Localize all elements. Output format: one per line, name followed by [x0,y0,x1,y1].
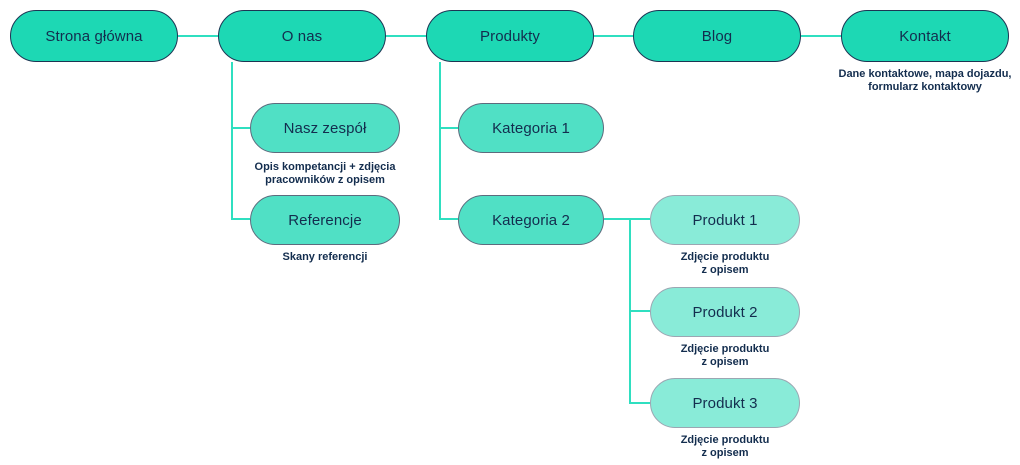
connector-kategoria2-produkt3 [629,402,650,404]
connector-kategoria2-produkt2 [629,310,650,312]
node-referencje-caption: Skany referencji [282,251,368,263]
node-produkt-2-label: Produkt 2 [692,303,758,321]
node-produkt-1-caption: Zdjęcie produktu z opisem [680,251,770,276]
node-produkty[interactable]: Produkty [426,10,594,62]
node-produkt-3-caption: Zdjęcie produktu z opisem [680,434,770,459]
connector-produkty-blog [594,35,633,37]
node-strona-glowna[interactable]: Strona główna [10,10,178,62]
node-kategoria-2-label: Kategoria 2 [492,211,570,229]
node-nasz-zespol-label: Nasz zespół [283,119,367,137]
node-produkt-3[interactable]: Produkt 3 [650,378,800,428]
connector-onas-referencje [231,218,250,220]
connector-onas-produkty [386,35,426,37]
connector-onas-naszzespol [231,127,250,129]
node-kontakt[interactable]: Kontakt [841,10,1009,62]
node-blog[interactable]: Blog [633,10,801,62]
node-produkt-1[interactable]: Produkt 1 [650,195,800,245]
connector-produkty-kategoria2 [439,218,458,220]
connector-kategoria2-produkt1 [604,218,650,220]
node-o-nas-label: O nas [281,27,323,45]
connector-strona-onas [178,35,218,37]
node-kontakt-label: Kontakt [899,27,951,45]
node-produkty-label: Produkty [480,27,540,45]
node-produkt-3-label: Produkt 3 [692,394,758,412]
node-blog-label: Blog [701,27,733,45]
node-produkt-2-caption: Zdjęcie produktu z opisem [680,343,770,368]
node-o-nas[interactable]: O nas [218,10,386,62]
node-nasz-zespol[interactable]: Nasz zespół [250,103,400,153]
node-produkt-2[interactable]: Produkt 2 [650,287,800,337]
node-kategoria-1[interactable]: Kategoria 1 [458,103,604,153]
connector-blog-kontakt [801,35,841,37]
connector-onas-trunk [231,62,233,220]
node-strona-glowna-label: Strona główna [45,27,143,45]
node-referencje[interactable]: Referencje [250,195,400,245]
node-kontakt-caption: Dane kontaktowe, mapa dojazdu, formularz… [838,68,1012,93]
connector-produkty-trunk [439,62,441,220]
node-nasz-zespol-caption: Opis kompetancji + zdjęcia pracowników z… [254,161,396,186]
connector-produkty-kategoria1 [439,127,458,129]
node-produkt-1-label: Produkt 1 [692,211,758,229]
node-referencje-label: Referencje [288,211,362,229]
node-kategoria-1-label: Kategoria 1 [492,119,570,137]
node-kategoria-2[interactable]: Kategoria 2 [458,195,604,245]
